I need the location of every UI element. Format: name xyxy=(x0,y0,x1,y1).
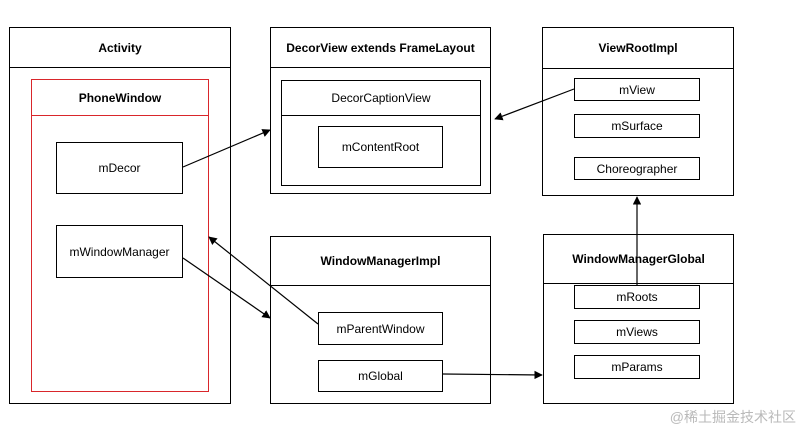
m-views-node: mViews xyxy=(574,320,700,344)
decor-view-title: DecorView extends FrameLayout xyxy=(271,28,490,68)
choreographer-node: Choreographer xyxy=(574,157,700,180)
m-params-node: mParams xyxy=(574,355,700,379)
window-manager-global-title: WindowManagerGlobal xyxy=(544,235,733,284)
m-window-manager-node: mWindowManager xyxy=(56,225,183,278)
view-root-impl-title: ViewRootImpl xyxy=(543,28,733,69)
m-content-root-node: mContentRoot xyxy=(318,126,443,168)
m-decor-node: mDecor xyxy=(56,142,183,194)
m-global-node: mGlobal xyxy=(318,360,443,392)
window-manager-impl-title: WindowManagerImpl xyxy=(271,237,490,286)
m-view-node: mView xyxy=(574,78,700,101)
watermark: @稀土掘金技术社区 xyxy=(669,409,796,425)
m-parent-window-node: mParentWindow xyxy=(318,312,443,345)
phone-window-title: PhoneWindow xyxy=(32,80,208,116)
decor-caption-view-title: DecorCaptionView xyxy=(282,81,480,116)
activity-title: Activity xyxy=(10,28,230,68)
m-surface-node: mSurface xyxy=(574,114,700,138)
m-roots-node: mRoots xyxy=(574,285,700,309)
